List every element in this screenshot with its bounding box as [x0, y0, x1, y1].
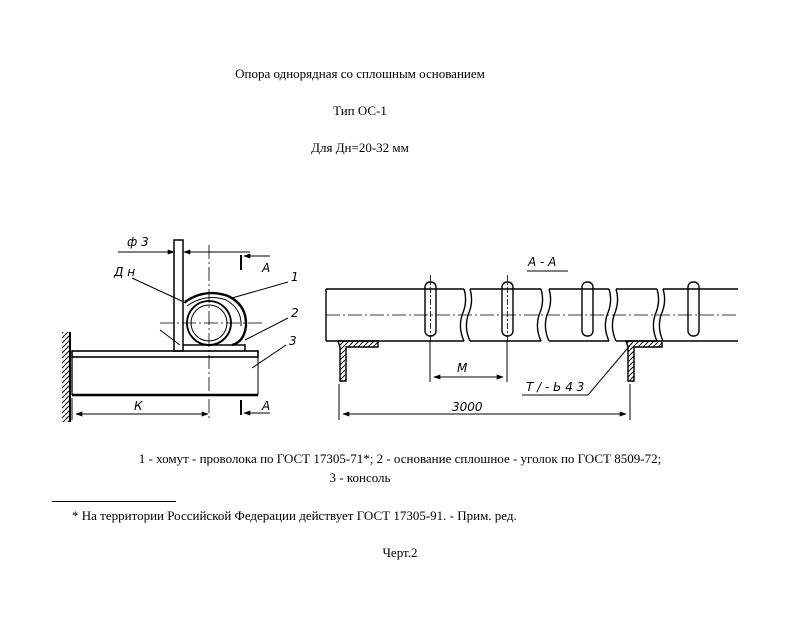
pipe-clamps: [424, 275, 700, 340]
drawing-labels: ф 3 Д н А 1 2 3 К А А - А М Т / - Ь 4 3 …: [113, 235, 584, 414]
console: [71, 350, 259, 397]
pipe-segments: [325, 288, 738, 342]
figure-caption: Черт.2: [382, 545, 418, 560]
k-label: К: [134, 399, 143, 413]
thread-label: Т / - Ь 4 3: [526, 380, 584, 394]
length-label: 3000: [452, 400, 483, 414]
item-3-label: 3: [289, 334, 297, 348]
footnote-rule: [52, 501, 176, 502]
support-angles: [337, 340, 663, 382]
section-a-bottom-label: А: [261, 399, 270, 413]
footnote-text: * На территории Российской Федерации дей…: [72, 508, 517, 523]
section-mark-top: [240, 253, 270, 270]
legend-line-2: 3 - консоль: [329, 470, 391, 485]
section-title-label: А - А: [527, 255, 556, 269]
center-lines: [160, 245, 265, 420]
left-leaders: [131, 277, 289, 369]
type-line: Тип ОС-1: [333, 103, 387, 118]
k-dimension: [71, 398, 209, 420]
section-mark-bottom: [240, 400, 270, 416]
length-dimension: [338, 384, 631, 420]
right-leaders: [522, 270, 633, 396]
pipe-diameter-label: Д н: [113, 265, 135, 279]
item-2-label: 2: [291, 306, 299, 320]
legend-line-1: 1 - хомут - проволока по ГОСТ 17305-71*;…: [138, 451, 662, 466]
m-dimension: [429, 340, 508, 382]
m-label: М: [457, 361, 468, 375]
section-a-top-label: А: [261, 261, 270, 275]
drawing-title: Опора однорядная со сплошным основанием: [235, 66, 485, 81]
clamp: [184, 291, 248, 347]
wall: [62, 332, 71, 422]
diameter-line: Для Дн=20-32 мм: [311, 140, 409, 155]
item-1-label: 1: [291, 270, 299, 284]
wire-diameter-label: ф 3: [127, 235, 149, 249]
base-angle: [173, 239, 246, 352]
